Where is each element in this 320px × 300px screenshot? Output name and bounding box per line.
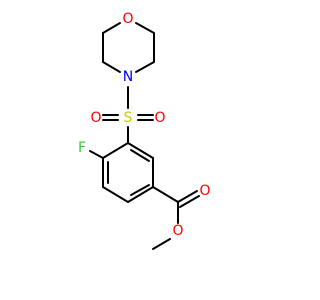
atom-o-ester: O	[172, 223, 183, 239]
bonds	[89, 22, 200, 250]
atom-o-morpholine: O	[122, 11, 133, 27]
background	[0, 0, 300, 300]
molecule-structure: O N S O O F O O	[0, 0, 300, 300]
bond-ring-c1-c6	[102, 186, 129, 203]
bond-c1-o	[102, 22, 121, 34]
atom-f: F	[78, 140, 86, 156]
bond-c3-n	[135, 61, 155, 73]
bond-ring-ester	[152, 186, 179, 203]
bond-ring-c3-c2	[102, 142, 129, 159]
bond-n-c4	[102, 61, 121, 73]
bond-ring-inner-3	[130, 149, 150, 162]
atom-o-carbonyl: O	[199, 183, 210, 199]
atom-s-sulfonyl: S	[124, 110, 133, 126]
atom-labels: O N S O O F O O	[78, 11, 211, 239]
bond-o-c2	[135, 22, 155, 34]
bond-o-methyl	[152, 238, 171, 250]
atom-o-sulfonyl-right: O	[154, 110, 165, 126]
bond-c-f	[89, 150, 104, 159]
bond-ring-c3-c4	[127, 142, 154, 159]
atom-o-sulfonyl-left: O	[90, 110, 101, 126]
atom-n-morpholine: N	[123, 69, 133, 85]
bond-co-b	[179, 195, 200, 208]
bond-ring-c6-c5	[127, 186, 154, 203]
bond-co-a	[177, 190, 198, 203]
bond-ring-inner-2	[130, 184, 150, 196]
